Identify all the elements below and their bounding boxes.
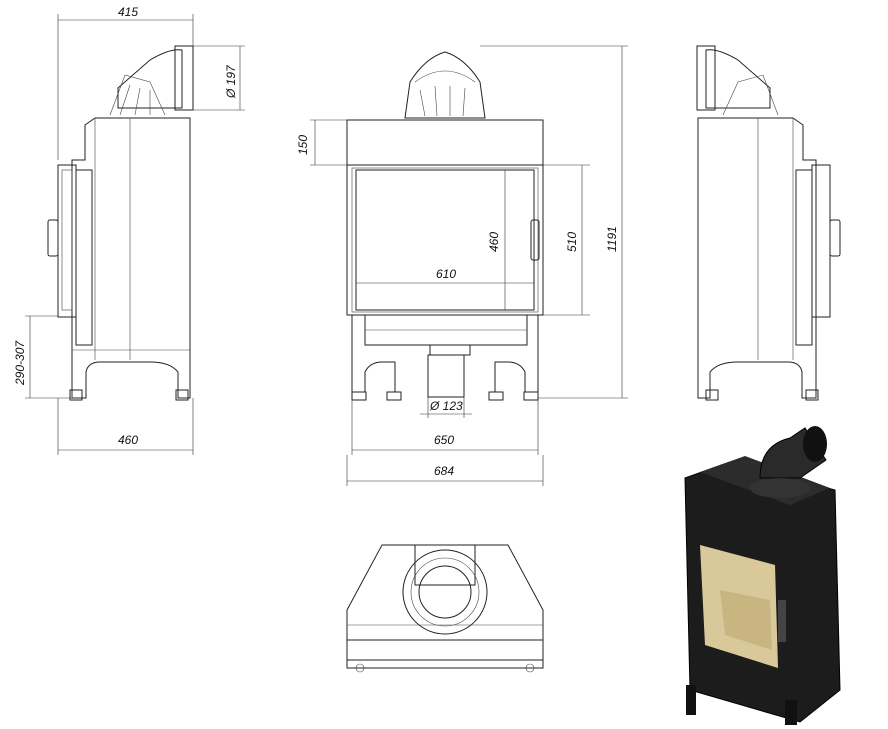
- inner-width-label: 650: [434, 433, 454, 447]
- fireplace-render: [684, 426, 841, 725]
- flue-diameter-label: Ø 197: [224, 64, 238, 99]
- door-height-dimension: 510: [543, 164, 590, 316]
- total-height-label: 1191: [605, 226, 619, 252]
- side-width-label: 460: [118, 433, 138, 447]
- glass-height-label: 460: [487, 232, 501, 252]
- leg-height-label: 290-307: [13, 340, 27, 386]
- right-side-view: [696, 45, 841, 401]
- air-inlet-dimension: Ø 123: [420, 397, 472, 418]
- flue-diameter-dimension: Ø 197: [193, 45, 245, 111]
- outer-width-dimension: 684: [346, 455, 544, 486]
- glass-width-dimension: 610: [356, 267, 534, 284]
- inner-width-dimension: 650: [351, 400, 539, 455]
- front-view: [346, 51, 544, 401]
- outer-width-label: 684: [434, 464, 454, 478]
- side-width-dimension: 460: [57, 398, 194, 455]
- top-view: [346, 544, 544, 673]
- side-depth-label: 415: [118, 5, 138, 19]
- glass-height-dimension: 460: [487, 170, 506, 310]
- side-depth-dimension: 415: [57, 5, 194, 160]
- air-inlet-diameter-label: Ø 123: [429, 399, 463, 413]
- leg-height-dimension: 290-307: [13, 315, 72, 399]
- left-side-view: [47, 45, 194, 401]
- glass-width-label: 610: [436, 267, 456, 281]
- top-height-label: 150: [296, 135, 310, 155]
- top-height-dimension: 150: [296, 119, 347, 166]
- total-height-dimension: 1191: [480, 45, 628, 399]
- door-height-label: 510: [565, 232, 579, 252]
